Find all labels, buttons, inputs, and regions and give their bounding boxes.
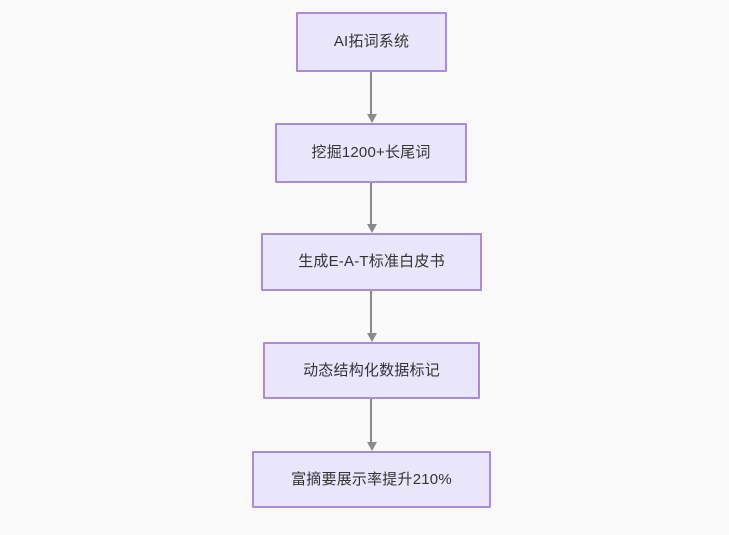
flow-node-n4[interactable]: 动态结构化数据标记 [263,342,480,399]
arrow-line [370,183,372,225]
flow-node-label: AI拓词系统 [333,33,410,50]
flow-node-label: 挖掘1200+长尾词 [311,144,431,161]
arrow-head-icon [367,442,377,451]
arrow-head-icon [367,224,377,233]
flow-node-n3[interactable]: 生成E-A-T标准白皮书 [261,233,482,291]
arrow-line [370,399,372,443]
flow-node-n1[interactable]: AI拓词系统 [296,12,447,72]
flow-node-n5[interactable]: 富摘要展示率提升210% [252,451,491,508]
flow-node-label: 生成E-A-T标准白皮书 [298,253,445,270]
flow-node-label: 富摘要展示率提升210% [291,470,452,488]
flow-node-label: 动态结构化数据标记 [303,361,440,379]
arrow-line [370,72,372,115]
arrow-head-icon [367,114,377,123]
arrow-line [370,291,372,334]
flow-node-n2[interactable]: 挖掘1200+长尾词 [275,123,467,183]
arrow-head-icon [367,333,377,342]
